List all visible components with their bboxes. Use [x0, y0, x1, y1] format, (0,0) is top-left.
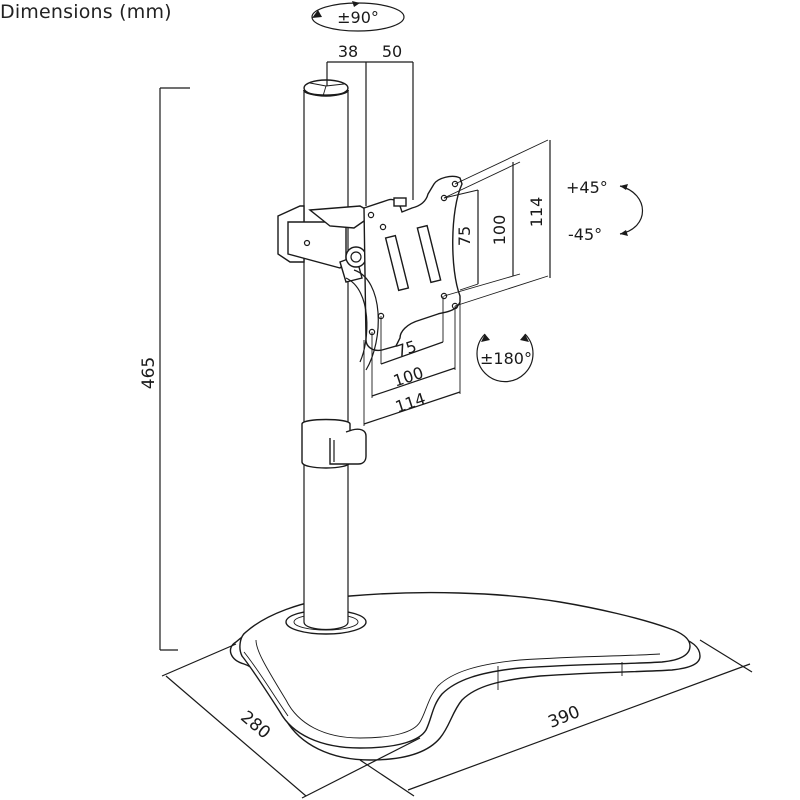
- height-label: 465: [139, 357, 159, 389]
- tilt-indicator: +45° -45°: [566, 178, 644, 244]
- rotate-label: ±180°: [480, 349, 532, 368]
- vesa-vertical-dimensions: 75 100 114: [443, 139, 551, 307]
- vesa-v-medium-label: 100: [490, 215, 509, 246]
- vesa-h-medium-label: 100: [391, 363, 426, 391]
- pole-clamp: [277, 205, 376, 283]
- pole: [303, 79, 349, 631]
- tilt-down-label: -45°: [568, 225, 602, 244]
- swivel-label: ±90°: [337, 8, 379, 27]
- cable-clip: [301, 418, 367, 469]
- vesa-v-large-label: 114: [527, 197, 546, 228]
- diagram-title: Dimensions (mm): [0, 1, 172, 23]
- base-depth-label: 280: [236, 707, 274, 743]
- height-dimension: 465: [139, 87, 190, 651]
- tilt-up-label: +45°: [566, 178, 608, 197]
- vesa-h-large-label: 114: [393, 389, 428, 417]
- rotate-left-arrow-icon: [481, 334, 490, 342]
- swivel-arrow-icon: [312, 10, 322, 18]
- top-offset-dimensions: 38 50: [326, 42, 414, 206]
- vesa-v-small-label: 75: [455, 226, 474, 246]
- rotate-indicator: ±180°: [476, 333, 534, 383]
- stand-base: [229, 591, 701, 761]
- arm-offset-label: 50: [382, 42, 402, 61]
- rotate-right-arrow-icon: [520, 334, 529, 342]
- pole-offset-label: 38: [338, 42, 358, 61]
- vesa-plate: [345, 175, 463, 371]
- swivel-indicator: ±90°: [311, 1, 405, 32]
- tilt-up-arrow-icon: [620, 184, 628, 190]
- tilt-down-arrow-icon: [620, 230, 628, 236]
